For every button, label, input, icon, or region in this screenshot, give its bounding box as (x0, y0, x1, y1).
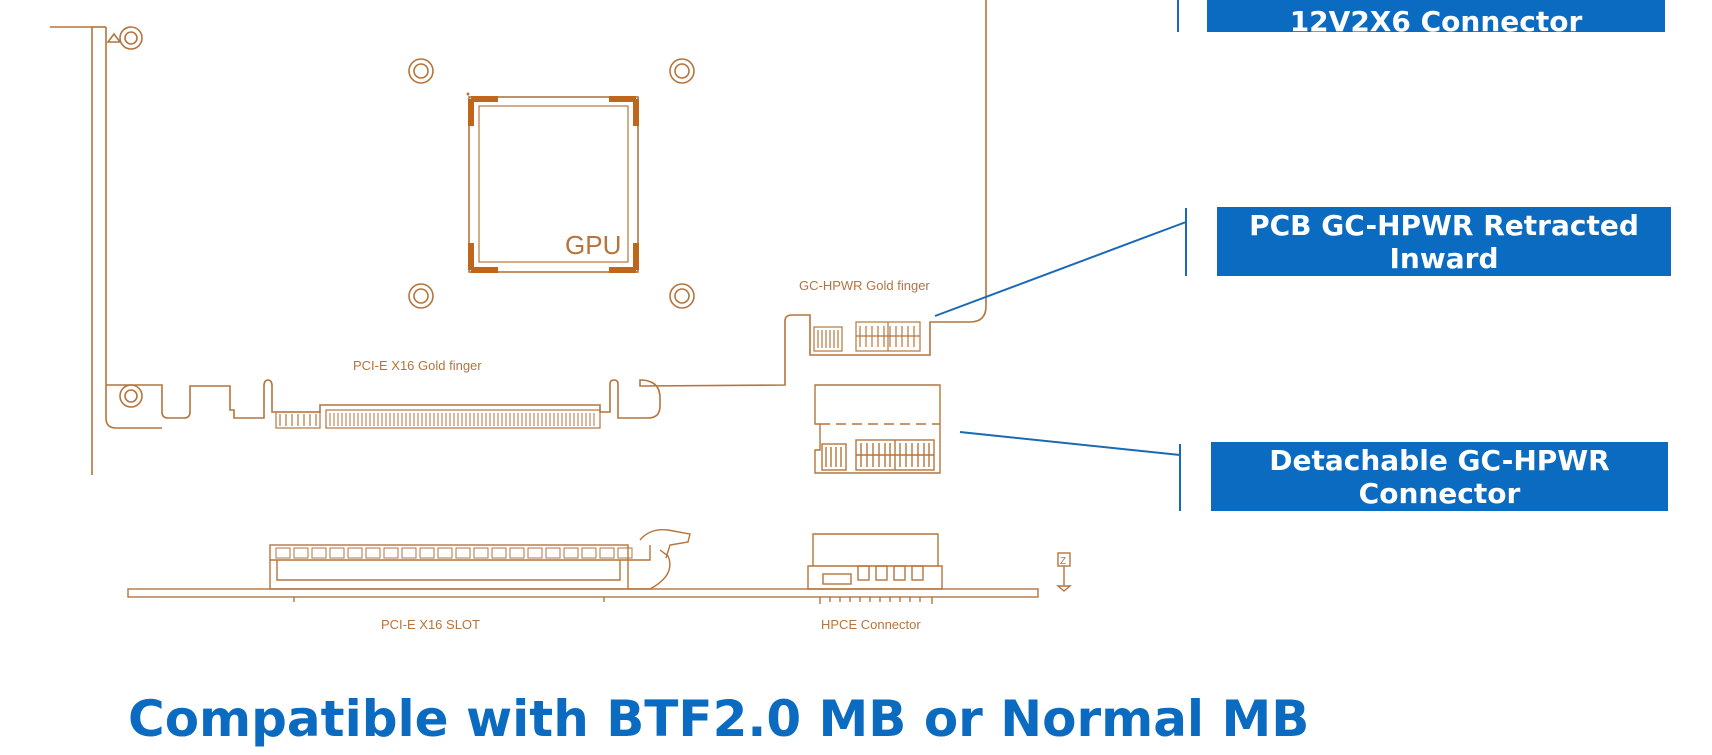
label-detachable-gc-hpwr: Detachable GC-HPWR Connector (1211, 442, 1668, 511)
label-12v2x6-connector: 12V2X6 Connector (1207, 0, 1665, 32)
gc-hpwr-gold-finger (813, 321, 921, 352)
gc-hpwr-gold-finger-label: GC-HPWR Gold finger (799, 278, 930, 293)
pcie-gold-finger-label: PCI-E X16 Gold finger (353, 358, 482, 373)
pcie-slot-label: PCI-E X16 SLOT (381, 617, 480, 632)
hpce-connector-label: HPCE Connector (821, 617, 921, 632)
gpu-chip (466, 92, 639, 273)
pcb-outline (106, 0, 987, 419)
hpce-connector-shape (807, 533, 943, 604)
footer-title: Compatible with BTF2.0 MB or Normal MB (128, 690, 1310, 748)
mount-hole-2 (669, 58, 695, 84)
z-axis-marker (1056, 552, 1072, 592)
mount-hole-3 (408, 283, 434, 309)
z-marker-label: Z (1060, 556, 1066, 567)
bracket-screw-top (119, 26, 143, 50)
pcie-slot-pins (275, 547, 633, 559)
mount-hole-1 (408, 58, 434, 84)
motherboard-pcb (127, 588, 1039, 598)
label-pcb-gc-hpwr-retracted: PCB GC-HPWR Retracted Inward (1217, 207, 1671, 276)
pcie-finger-pins (329, 413, 595, 426)
detachable-gc-hpwr-connector (814, 384, 941, 474)
pcie-gold-finger (275, 409, 601, 429)
pcie-x16-slot (269, 529, 691, 602)
gpu-label: GPU (565, 230, 621, 260)
leader-line-detachable (959, 431, 1181, 511)
leader-line-pcb (934, 208, 1187, 317)
bracket-screw-bottom (119, 384, 143, 408)
io-bracket (50, 26, 162, 475)
mount-hole-4 (669, 283, 695, 309)
